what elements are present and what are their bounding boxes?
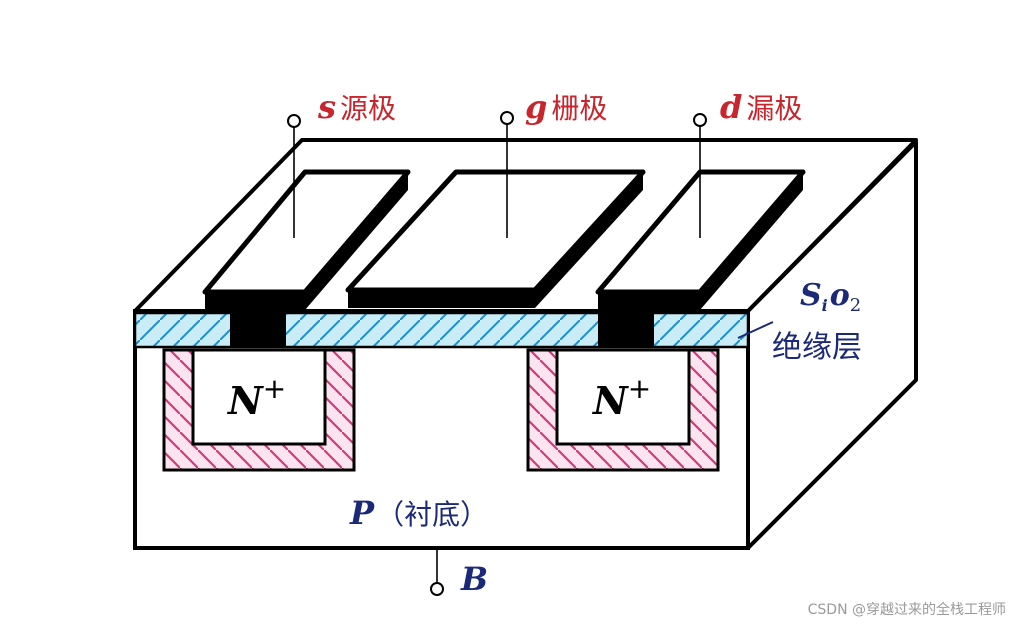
body-terminal (430, 550, 444, 596)
body-terminal-pin (430, 582, 444, 596)
oxide-label: 绝缘层 (772, 330, 862, 365)
drain-terminal-pin (693, 113, 707, 127)
body-label: B (460, 560, 488, 598)
right-n-plus-label: N+ (592, 372, 651, 423)
gate-terminal (500, 111, 514, 238)
oxide-label-leader (737, 321, 774, 339)
gate-terminal-pin (500, 111, 514, 125)
watermark: CSDN @穿越过来的全栈工程师 (807, 602, 1006, 618)
right-n-well (526, 348, 720, 472)
left-n-well (162, 348, 356, 472)
left-n-plus-region (191, 348, 327, 446)
source-electrode (202, 169, 411, 310)
gate-electrode (345, 169, 646, 308)
source-terminal (287, 114, 301, 238)
source-terminal-pin (287, 114, 301, 128)
oxide-layer (133, 311, 750, 349)
drain-terminal (693, 113, 707, 238)
oxide-formula: Sio2 (800, 278, 861, 316)
right-n-plus-region (555, 348, 691, 446)
left-n-plus-label: N+ (227, 372, 286, 423)
substrate-label: P（衬底） (349, 494, 488, 532)
